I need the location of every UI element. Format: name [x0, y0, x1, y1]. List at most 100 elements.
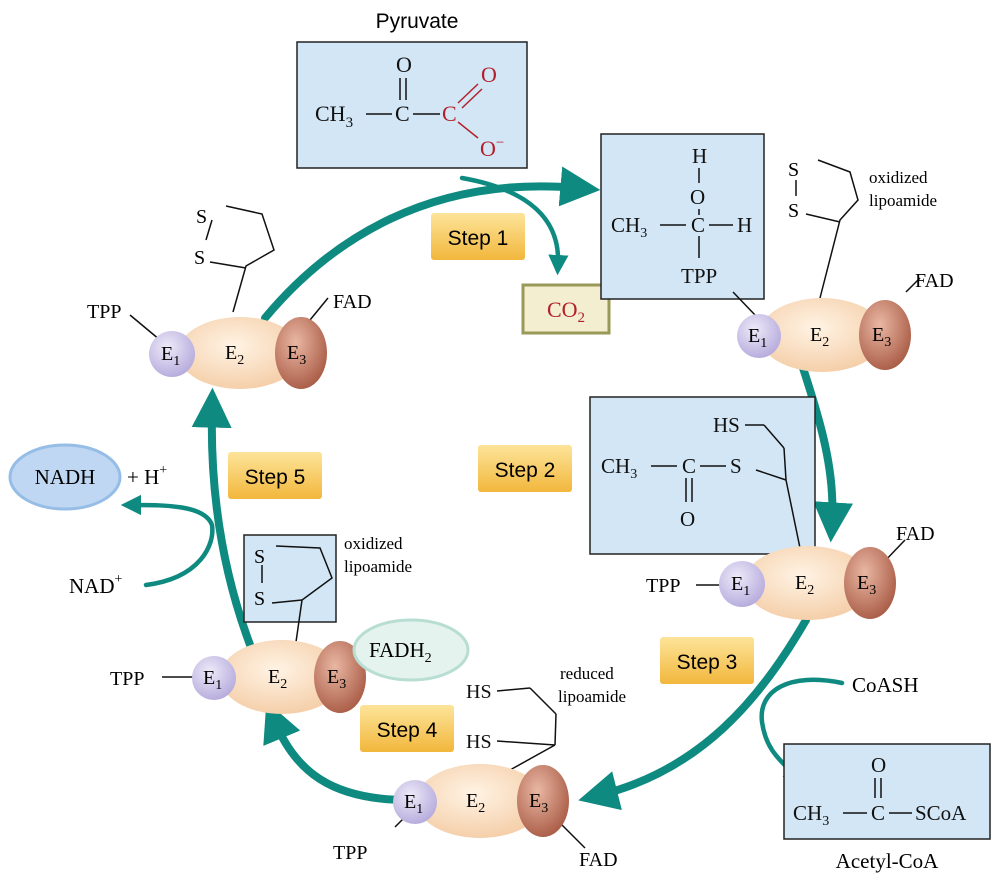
e2-bottom	[416, 764, 544, 838]
hydroxyethyl-tpp-box	[600, 133, 765, 300]
complex-right: HS CH3 C S O TPP FAD E1 E2 E3	[589, 396, 935, 620]
svg-text:HS: HS	[713, 413, 740, 437]
e1-right	[719, 561, 765, 607]
tpp-left: TPP	[110, 668, 144, 690]
svg-text:E3: E3	[529, 790, 548, 816]
acetyl-coa-box	[783, 743, 991, 840]
svg-text:TPP: TPP	[681, 264, 717, 288]
svg-text:H: H	[692, 144, 707, 168]
tpp-right: TPP	[646, 575, 680, 597]
acetyl-lipoamide-box	[589, 396, 816, 555]
tpp-bottom: TPP	[333, 842, 367, 864]
svg-text:S: S	[788, 159, 799, 181]
svg-text:C: C	[442, 101, 457, 126]
complex-bottom: HS HS reduced lipoamide TPP FAD E1 E2 E3	[333, 664, 626, 871]
svg-text:E1: E1	[731, 573, 750, 599]
fadh2-label: FADH2	[369, 638, 432, 666]
svg-text:O: O	[871, 753, 886, 777]
step4-label: Step 4	[377, 719, 438, 742]
step2-badge	[478, 445, 572, 492]
e2-left	[220, 640, 344, 714]
e2-top-left	[178, 317, 302, 389]
nadh-oval	[8, 443, 122, 511]
svg-text:E3: E3	[327, 666, 346, 692]
pyruvate-title: Pyruvate	[376, 10, 459, 33]
step5-label: Step 5	[245, 466, 306, 489]
e1-top-left	[149, 331, 195, 377]
svg-text:O: O	[481, 62, 497, 87]
arrow-step1	[261, 166, 601, 322]
step3-label: Step 3	[677, 651, 738, 674]
e1-bottom	[393, 780, 437, 824]
cycle-arrows	[120, 166, 854, 811]
svg-text:S: S	[194, 247, 205, 269]
svg-text:oxidized: oxidized	[344, 534, 403, 553]
svg-text:S: S	[788, 200, 799, 222]
pyruvate-structure: CH3 C O C O O−	[315, 52, 504, 161]
e1-left	[192, 656, 236, 700]
nad-label: NAD+	[69, 572, 123, 598]
svg-text:E1: E1	[748, 325, 767, 351]
svg-text:O: O	[680, 507, 695, 531]
svg-text:E2: E2	[810, 324, 829, 350]
arrow-step4	[263, 701, 412, 804]
svg-text:O−: O−	[480, 135, 504, 161]
svg-text:E2: E2	[225, 342, 244, 368]
complex-top-left: S S TPP FAD E1 E2 E3	[87, 205, 372, 389]
coash-label: CoASH	[852, 673, 919, 697]
svg-text:oxidized: oxidized	[869, 168, 928, 187]
e2-right	[744, 546, 872, 620]
svg-text:S: S	[196, 206, 207, 228]
svg-text:lipoamide: lipoamide	[344, 557, 412, 576]
svg-text:S: S	[254, 546, 265, 568]
svg-text:E2: E2	[795, 572, 814, 598]
svg-text:C: C	[682, 454, 696, 478]
step-badges: Step 1 Step 2 Step 3 Step 4 Step 5	[228, 213, 754, 752]
svg-text:C: C	[395, 101, 410, 126]
svg-text:S: S	[730, 454, 742, 478]
fad-top-right: FAD	[915, 270, 954, 292]
svg-text:C: C	[691, 213, 705, 237]
plus-h-label: + H+	[127, 463, 167, 489]
fadh2-oval	[352, 618, 470, 682]
svg-text:E1: E1	[203, 667, 222, 693]
e3-bottom	[517, 765, 569, 837]
svg-text:CH3: CH3	[601, 454, 637, 482]
svg-text:CH3: CH3	[315, 101, 353, 131]
step1-badge	[431, 213, 525, 260]
svg-text:E3: E3	[857, 572, 876, 598]
svg-text:O: O	[690, 185, 705, 209]
arrow-step2	[799, 364, 854, 543]
step2-label: Step 2	[495, 459, 556, 482]
step4-badge	[360, 705, 454, 752]
e3-top-left	[275, 317, 327, 389]
svg-text:E2: E2	[466, 790, 485, 816]
arrow-nad-nadh	[120, 494, 215, 588]
complex-top-right: H O CH3 C H TPP S S oxidized lipoamide F…	[600, 133, 954, 372]
step3-badge	[660, 637, 754, 684]
e3-left	[314, 641, 366, 713]
complex-left: S S oxidized lipoamide TPP E1 E2 E3 FADH…	[110, 534, 470, 714]
co2-label: CO2	[547, 297, 585, 326]
svg-text:S: S	[254, 588, 265, 610]
svg-text:SCoA: SCoA	[915, 801, 967, 825]
svg-text:E2: E2	[268, 666, 287, 692]
e1-top-right	[737, 314, 781, 358]
svg-text:HS: HS	[466, 731, 492, 753]
co2-box	[521, 283, 611, 335]
svg-text:reduced: reduced	[560, 664, 614, 683]
svg-text:E3: E3	[872, 324, 891, 350]
svg-text:lipoamide: lipoamide	[558, 687, 626, 706]
tpp-top-left: TPP	[87, 301, 121, 323]
e3-top-right	[859, 300, 911, 370]
svg-text:E1: E1	[161, 343, 180, 369]
svg-text:CH3: CH3	[611, 213, 647, 241]
fad-bottom: FAD	[579, 849, 618, 871]
fad-top-left: FAD	[333, 291, 372, 313]
acetyl-coa-title: Acetyl-CoA	[836, 849, 939, 873]
svg-text:HS: HS	[466, 681, 492, 703]
arrow-step3	[578, 616, 810, 811]
fad-right: FAD	[896, 523, 935, 545]
nadh-label: NADH	[35, 465, 96, 489]
pyruvate-box	[296, 41, 528, 169]
